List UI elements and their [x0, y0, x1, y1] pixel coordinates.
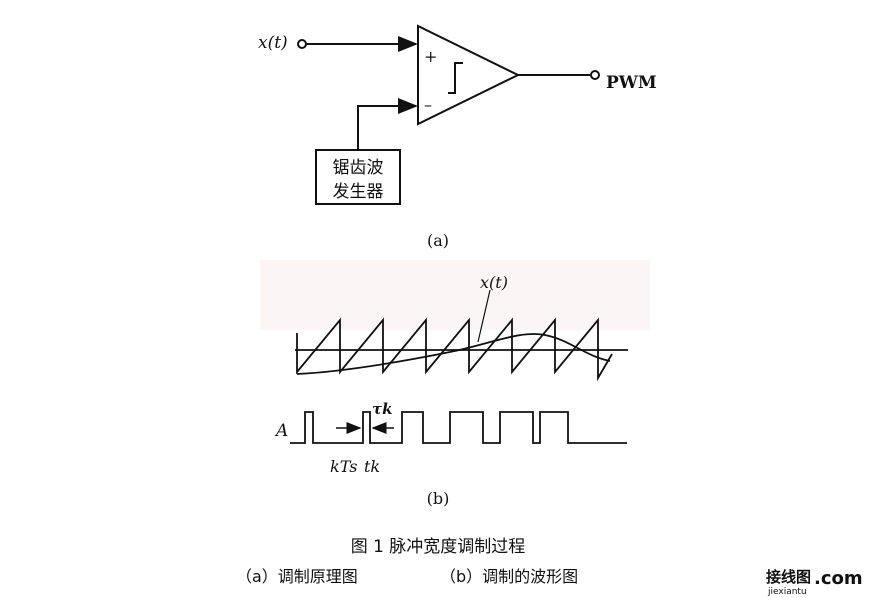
minus-sign: – [424, 95, 432, 114]
site-watermark-logo: 接线图 .com jiexiantu [766, 568, 863, 597]
comparator-triangle [417, 24, 521, 126]
figure-title: 图 1 脉冲宽度调制过程 [351, 537, 526, 557]
generator-label-line1: 锯齿波 [333, 158, 384, 178]
waveform-diagram: x(t) A τk kTs tk (b) [260, 260, 650, 508]
watermark-sub: jiexiantu [767, 587, 807, 597]
modulating-signal-curve [296, 333, 611, 375]
output-label: PWM [606, 73, 657, 93]
pwm-pulse-train [290, 411, 627, 444]
input-label: x(t) [258, 33, 288, 53]
comparator-diagram: x(t) + – PWM 锯齿波 发生器 (a) [258, 24, 657, 250]
signal-label-leader [477, 289, 491, 343]
sawtooth-generator-box [315, 149, 401, 205]
sawtooth-wave [296, 317, 613, 382]
plus-sign: + [424, 47, 437, 66]
figure-caption: 图 1 脉冲宽度调制过程 （a）调制原理图 （b）调制的波形图 [236, 537, 578, 586]
faint-watermark-band [260, 260, 650, 330]
signal-label: x(t) [480, 273, 508, 292]
output-terminal [590, 70, 600, 80]
caption-a: (a) [427, 231, 449, 250]
amplitude-label: A [274, 421, 288, 441]
generator-wire [357, 98, 418, 150]
input-terminal [297, 39, 307, 49]
hysteresis-step-icon [448, 62, 463, 94]
caption-b: (b) [427, 489, 450, 508]
time-label-tk: tk [364, 457, 380, 476]
subcaption-b: （b）调制的波形图 [440, 567, 578, 586]
tau-label: τk [372, 400, 393, 418]
watermark-domain: .com [814, 568, 863, 589]
generator-label-line2: 发生器 [333, 182, 384, 202]
watermark-text: 接线图 [766, 568, 811, 586]
subcaption-a: （a）调制原理图 [236, 567, 358, 586]
time-label-kts: kTs [330, 457, 357, 476]
